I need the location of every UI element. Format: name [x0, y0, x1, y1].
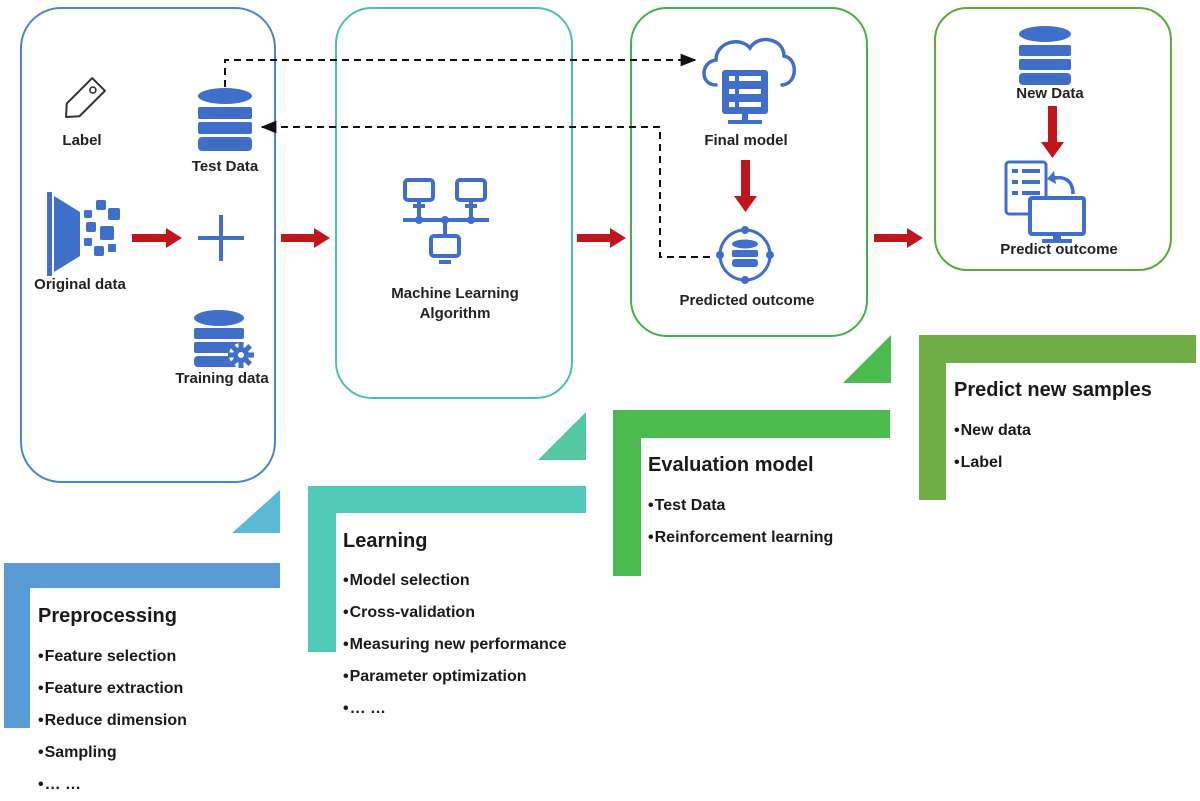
red-arrow-evaluation-to-predict: [874, 228, 923, 248]
list-item: Measuring new performance: [343, 629, 567, 661]
algorithm-label-line2: Algorithm: [419, 305, 491, 322]
list-item: Feature selection: [38, 641, 187, 673]
tag-icon: [65, 77, 106, 118]
predicted-outcome-icon: [716, 226, 774, 284]
predict-outcome-label: Predict outcome: [1000, 241, 1118, 258]
original-data-icon: [47, 192, 120, 276]
list-item: … …: [38, 769, 187, 801]
stage-band-triangle: [538, 412, 586, 460]
database-icon-test: [198, 88, 252, 151]
red-arrow-original-to-plus: [132, 228, 182, 248]
stage-list-evaluation: Test Data Reinforcement learning: [648, 490, 834, 554]
red-arrow-model-to-outcome: [734, 160, 757, 212]
evaluation-container: [630, 7, 868, 337]
stage-band-shape: [919, 335, 1196, 500]
algorithm-label-line1: Machine Learning: [391, 285, 519, 302]
stage-band-predict: [919, 335, 1196, 500]
list-item: Label: [954, 447, 1031, 479]
stage-band-triangle: [232, 490, 280, 533]
list-item: Feature extraction: [38, 673, 187, 705]
stage-band-shape: [613, 410, 890, 576]
label-text: Label: [62, 132, 102, 149]
stage-title-evaluation: Evaluation model: [648, 454, 814, 476]
stage-band-shape: [308, 486, 586, 652]
new-data-label: New Data: [1016, 85, 1084, 102]
predict-container: [934, 7, 1172, 271]
test-data-label: Test Data: [191, 158, 259, 175]
list-item: New data: [954, 415, 1031, 447]
list-item: Cross-validation: [343, 597, 567, 629]
red-arrow-algorithm-to-evaluation: [577, 228, 626, 248]
database-gear-icon-training: [194, 310, 254, 368]
red-arrow-preprocess-to-algorithm: [281, 228, 330, 248]
algorithm-container: [335, 7, 573, 399]
predicted-outcome-label: Predicted outcome: [679, 292, 815, 309]
stage-title-predict: Predict new samples: [954, 379, 1152, 401]
original-data-label: Original data: [34, 276, 126, 293]
stage-band-learning: [308, 412, 586, 652]
list-item: … …: [343, 693, 567, 725]
stage-list-learning: Model selection Cross-validation Measuri…: [343, 565, 567, 725]
stage-band-evaluation: [613, 335, 891, 576]
database-icon-new: [1019, 26, 1071, 85]
stage-band-shape: [4, 563, 280, 728]
dashed-arrow-test-to-model: [224, 53, 697, 87]
list-item: Parameter optimization: [343, 661, 567, 693]
stage-band-preprocessing: [4, 490, 280, 728]
list-item: Test Data: [648, 490, 833, 522]
preprocess-container: [20, 7, 276, 483]
stage-list-preprocessing: Feature selection Feature extraction Red…: [38, 641, 187, 801]
network-icon-fill: [413, 204, 477, 264]
list-item: Reduce dimension: [38, 705, 187, 737]
stage-title-learning: Learning: [343, 530, 428, 552]
plus-icon: [198, 215, 244, 261]
list-item: Reinforcement learning: [648, 522, 834, 554]
stage-band-triangle: [843, 335, 891, 383]
predict-outcome-icon: [1004, 160, 1086, 243]
final-model-label: Final model: [704, 132, 788, 149]
stage-list-predict: New data Label: [954, 415, 1031, 479]
dashed-arrow-outcome-to-test: [260, 120, 710, 258]
training-data-label: Training data: [175, 370, 269, 387]
list-item: Model selection: [343, 565, 567, 597]
stage-title-preprocessing: Preprocessing: [38, 605, 177, 627]
red-arrow-newdata-to-predict: [1041, 106, 1064, 158]
cloud-server-icon: [702, 37, 796, 124]
list-item: Sampling: [38, 737, 187, 769]
